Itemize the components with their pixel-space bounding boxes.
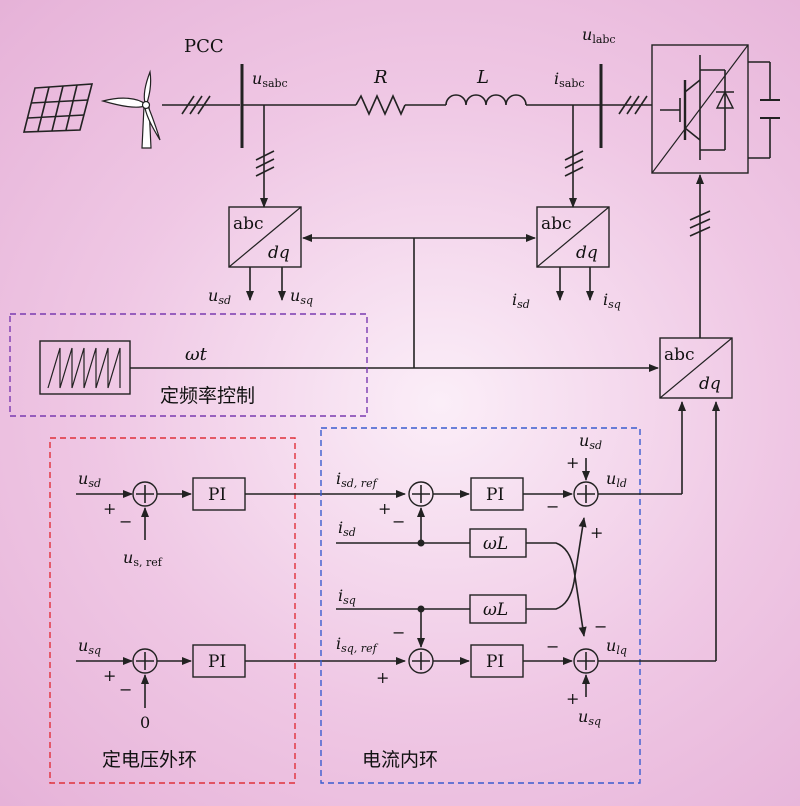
svg-text:−: − [119, 512, 132, 531]
svg-text:+: + [103, 666, 116, 685]
u-sq-out-label: usq [290, 286, 313, 307]
power-line [162, 64, 652, 148]
i-sq-fb-label: isq [338, 586, 356, 607]
current-loop-title: 电流内环 [362, 749, 438, 771]
dq-abc-transform-output: abc dq [659, 337, 733, 399]
u-sabc-label: usabc [252, 69, 288, 90]
i-sd-ref-label: isd, ref [336, 469, 379, 490]
freq-control-title: 定频率控制 [160, 385, 255, 407]
svg-text:PI: PI [208, 485, 226, 505]
svg-text:−: − [594, 617, 607, 636]
wind-turbine-icon [100, 69, 161, 149]
abc-dq-transform-voltage: abc dq [228, 206, 302, 268]
abc-dq-transform-current: abc dq [536, 206, 610, 268]
u-sq-ff-label: usq [578, 707, 601, 728]
current-loop-frame [320, 427, 641, 784]
omega-t-label: ωt [185, 344, 208, 365]
svg-text:−: − [392, 512, 405, 531]
pcc-label: PCC [184, 36, 224, 57]
voltage-measurement-branch [255, 105, 275, 208]
svg-text:−: − [546, 637, 559, 656]
u-lq-label: ulq [606, 636, 627, 657]
i-sd-out-label: isd [512, 290, 530, 311]
current-measurement-branch [564, 105, 584, 208]
u-s-ref-label: us, ref [123, 548, 163, 569]
u-sd-ff-label: usd [579, 431, 602, 452]
voltage-loop-q [76, 644, 406, 708]
svg-text:abc: abc [233, 214, 264, 234]
u-ld-label: uld [606, 469, 627, 490]
current-loop-q [408, 401, 720, 697]
resistor-label: R [373, 67, 388, 88]
svg-text:PI: PI [486, 485, 504, 505]
svg-text:+: + [103, 499, 116, 518]
svg-text:abc: abc [541, 214, 572, 234]
i-sq-ref-label: isq, ref [336, 634, 379, 655]
voltage-loop-title: 定电压外环 [102, 749, 197, 771]
u-sd-in-label: usd [78, 469, 101, 490]
sawtooth-generator [39, 340, 131, 395]
i-sabc-label: isabc [554, 69, 585, 90]
svg-text:+: + [590, 523, 603, 542]
svg-text:+: + [566, 689, 579, 708]
i-sq-out-label: isq [603, 290, 621, 311]
voltage-loop-d [76, 477, 406, 540]
solar-panel-icon [22, 83, 94, 133]
omega-L-label-q: ωL [483, 600, 508, 620]
svg-text:+: + [378, 499, 391, 518]
decoupling-network [336, 507, 587, 648]
converter-igbt-icon [651, 44, 780, 174]
svg-text:−: − [392, 623, 405, 642]
svg-text:−: − [546, 497, 559, 516]
u-sd-out-label: usd [208, 286, 231, 307]
inductor-L [445, 94, 527, 106]
u-labc-label: ulabc [582, 25, 616, 46]
svg-text:PI: PI [486, 652, 504, 672]
svg-text:−: − [119, 680, 132, 699]
svg-text:dq: dq [699, 374, 721, 394]
i-sd-fb-label: isd [338, 518, 356, 539]
svg-text:dq: dq [576, 243, 598, 263]
inductor-label: L [476, 67, 489, 88]
svg-text:PI: PI [208, 652, 226, 672]
voltage-loop-frame [49, 437, 296, 784]
svg-text:+: + [566, 453, 579, 472]
svg-text:abc: abc [664, 345, 695, 365]
zero-ref-label: 0 [140, 713, 150, 732]
svg-text:dq: dq [268, 243, 290, 263]
current-loop-d [408, 401, 686, 511]
omega-L-label-d: ωL [483, 534, 508, 554]
resistor-R [355, 94, 406, 116]
svg-text:+: + [376, 668, 389, 687]
u-sq-in-label: usq [78, 636, 101, 657]
